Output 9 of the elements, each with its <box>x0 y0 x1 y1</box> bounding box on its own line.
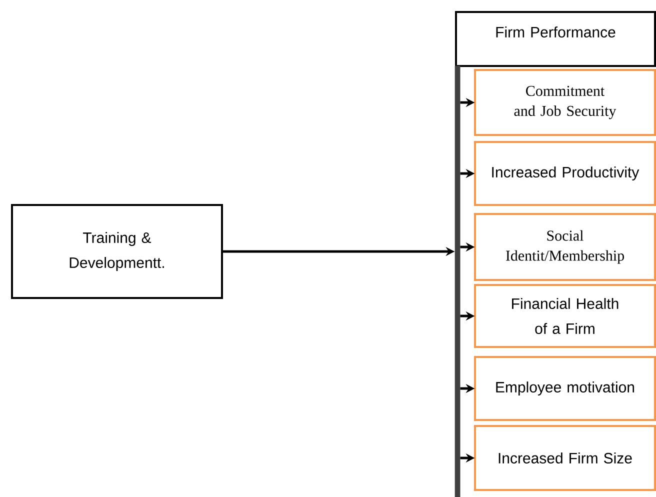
connector-bar <box>454 66 460 497</box>
outcome-box: Financial Health of a Firm <box>474 284 656 348</box>
outcome-box: Increased Productivity <box>474 141 656 206</box>
outcome-box: Employee motivation <box>474 356 656 421</box>
process-box: Firm Performance <box>455 11 656 67</box>
outcome-box: Social Identit/Membership <box>474 213 656 281</box>
outcome-box: Increased Firm Size <box>474 425 656 491</box>
process-box: Training & Developmentt. <box>11 204 223 299</box>
outcome-box: Commitment and Job Security <box>474 69 656 136</box>
